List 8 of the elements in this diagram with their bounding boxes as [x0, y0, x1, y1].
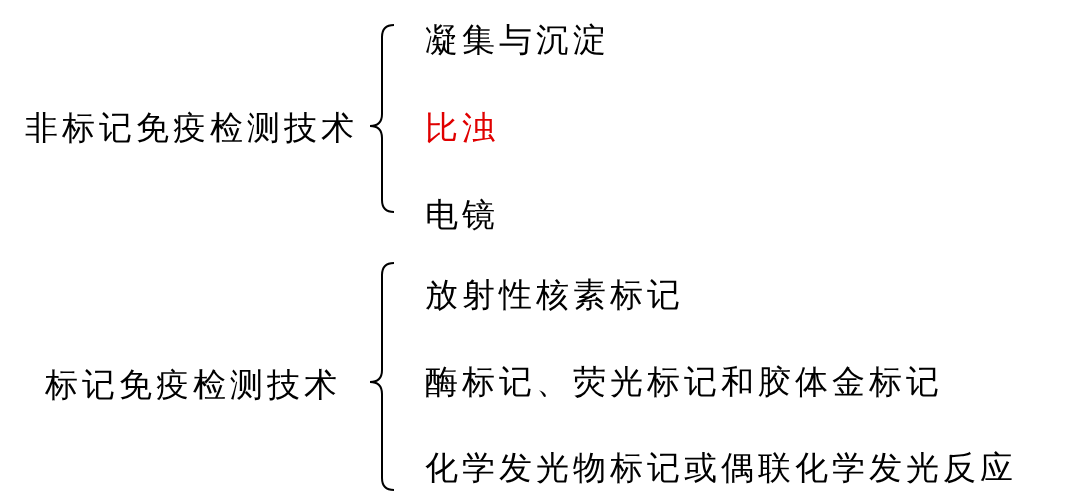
item-label: 比浊 — [425, 108, 499, 148]
item-label: 凝集与沉淀 — [425, 20, 610, 60]
category-label: 标记免疫检测技术 — [45, 365, 341, 405]
item-label: 电镜 — [425, 195, 499, 235]
category-label: 非标记免疫检测技术 — [25, 108, 358, 148]
item-label: 酶标记、荧光标记和胶体金标记 — [425, 362, 943, 402]
item-label: 放射性核素标记 — [425, 275, 684, 315]
item-label: 化学发光物标记或偶联化学发光反应 — [425, 448, 1017, 488]
